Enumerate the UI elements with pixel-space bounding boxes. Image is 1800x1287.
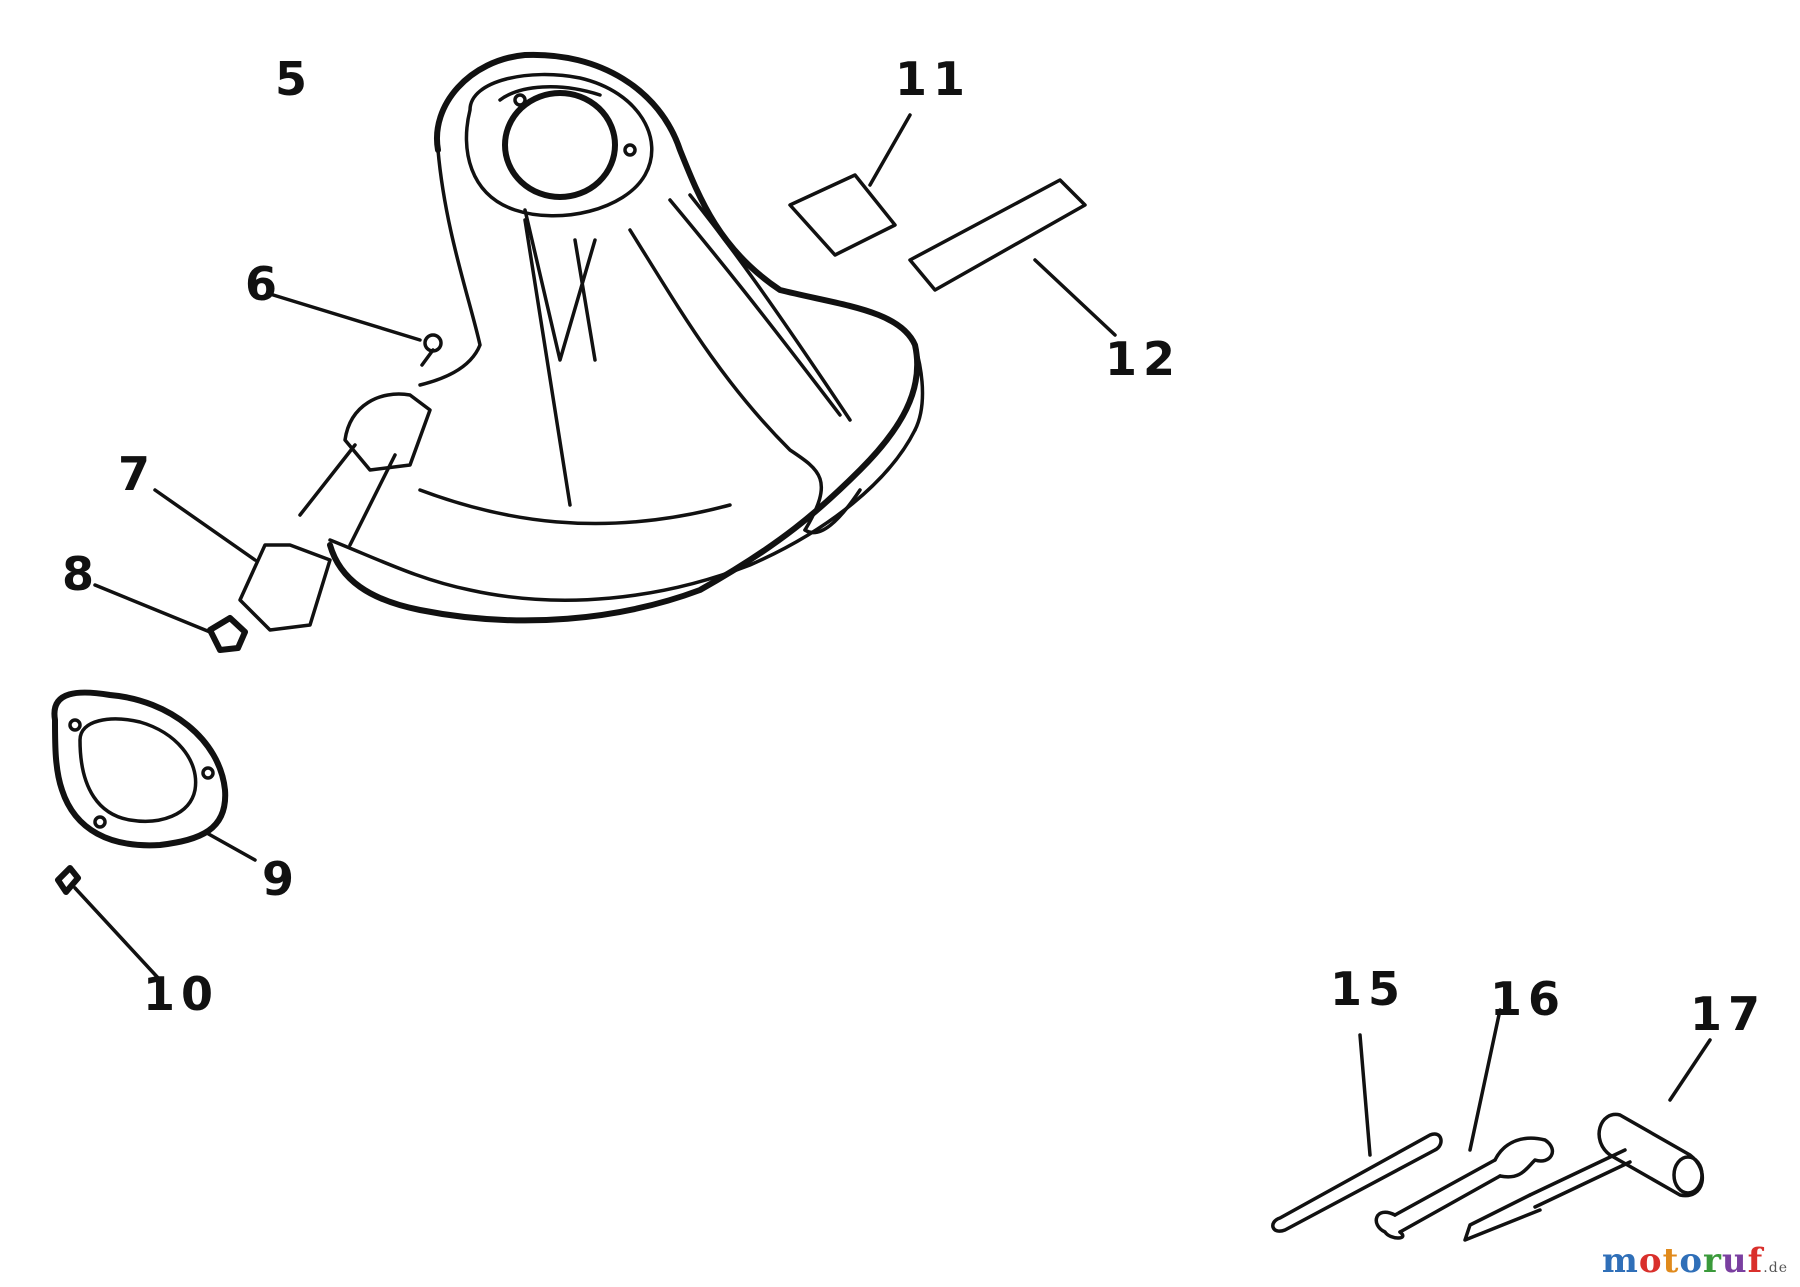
label-8: 8 — [62, 547, 100, 601]
part-9-flange — [51, 689, 257, 862]
watermark-suffix: .de — [1763, 1260, 1788, 1276]
part-12-decal — [908, 178, 1117, 337]
watermark-letter: o — [1638, 1241, 1663, 1281]
part-5-guard — [327, 51, 925, 624]
label-10: 10 — [143, 967, 219, 1021]
part-10-bolt — [55, 865, 162, 982]
part-15-rod — [1271, 1033, 1443, 1233]
part-17-spanner — [1463, 1038, 1712, 1242]
label-5: 5 — [275, 52, 313, 106]
label-6: 6 — [245, 257, 283, 311]
watermark-letter: u — [1721, 1241, 1748, 1281]
label-17: 17 — [1690, 987, 1766, 1041]
label-11: 11 — [895, 52, 971, 106]
watermark-letter: t — [1662, 1241, 1680, 1281]
watermark-letter: r — [1703, 1241, 1722, 1281]
motoruf-watermark-logo: motoruf.de — [1602, 1241, 1788, 1281]
label-15: 15 — [1330, 962, 1406, 1016]
watermark-letter: o — [1679, 1241, 1703, 1281]
part-11-decal — [788, 113, 912, 257]
part-7-bracket — [153, 392, 432, 632]
part-8-nut — [93, 583, 248, 653]
label-9: 9 — [262, 852, 300, 906]
part-16-wrench — [1374, 1008, 1555, 1240]
label-7: 7 — [118, 447, 156, 501]
label-12: 12 — [1105, 332, 1181, 386]
watermark-letter: f — [1747, 1241, 1764, 1281]
watermark-letter: m — [1601, 1241, 1639, 1281]
part-6-screw — [268, 292, 443, 367]
label-16: 16 — [1490, 972, 1566, 1026]
